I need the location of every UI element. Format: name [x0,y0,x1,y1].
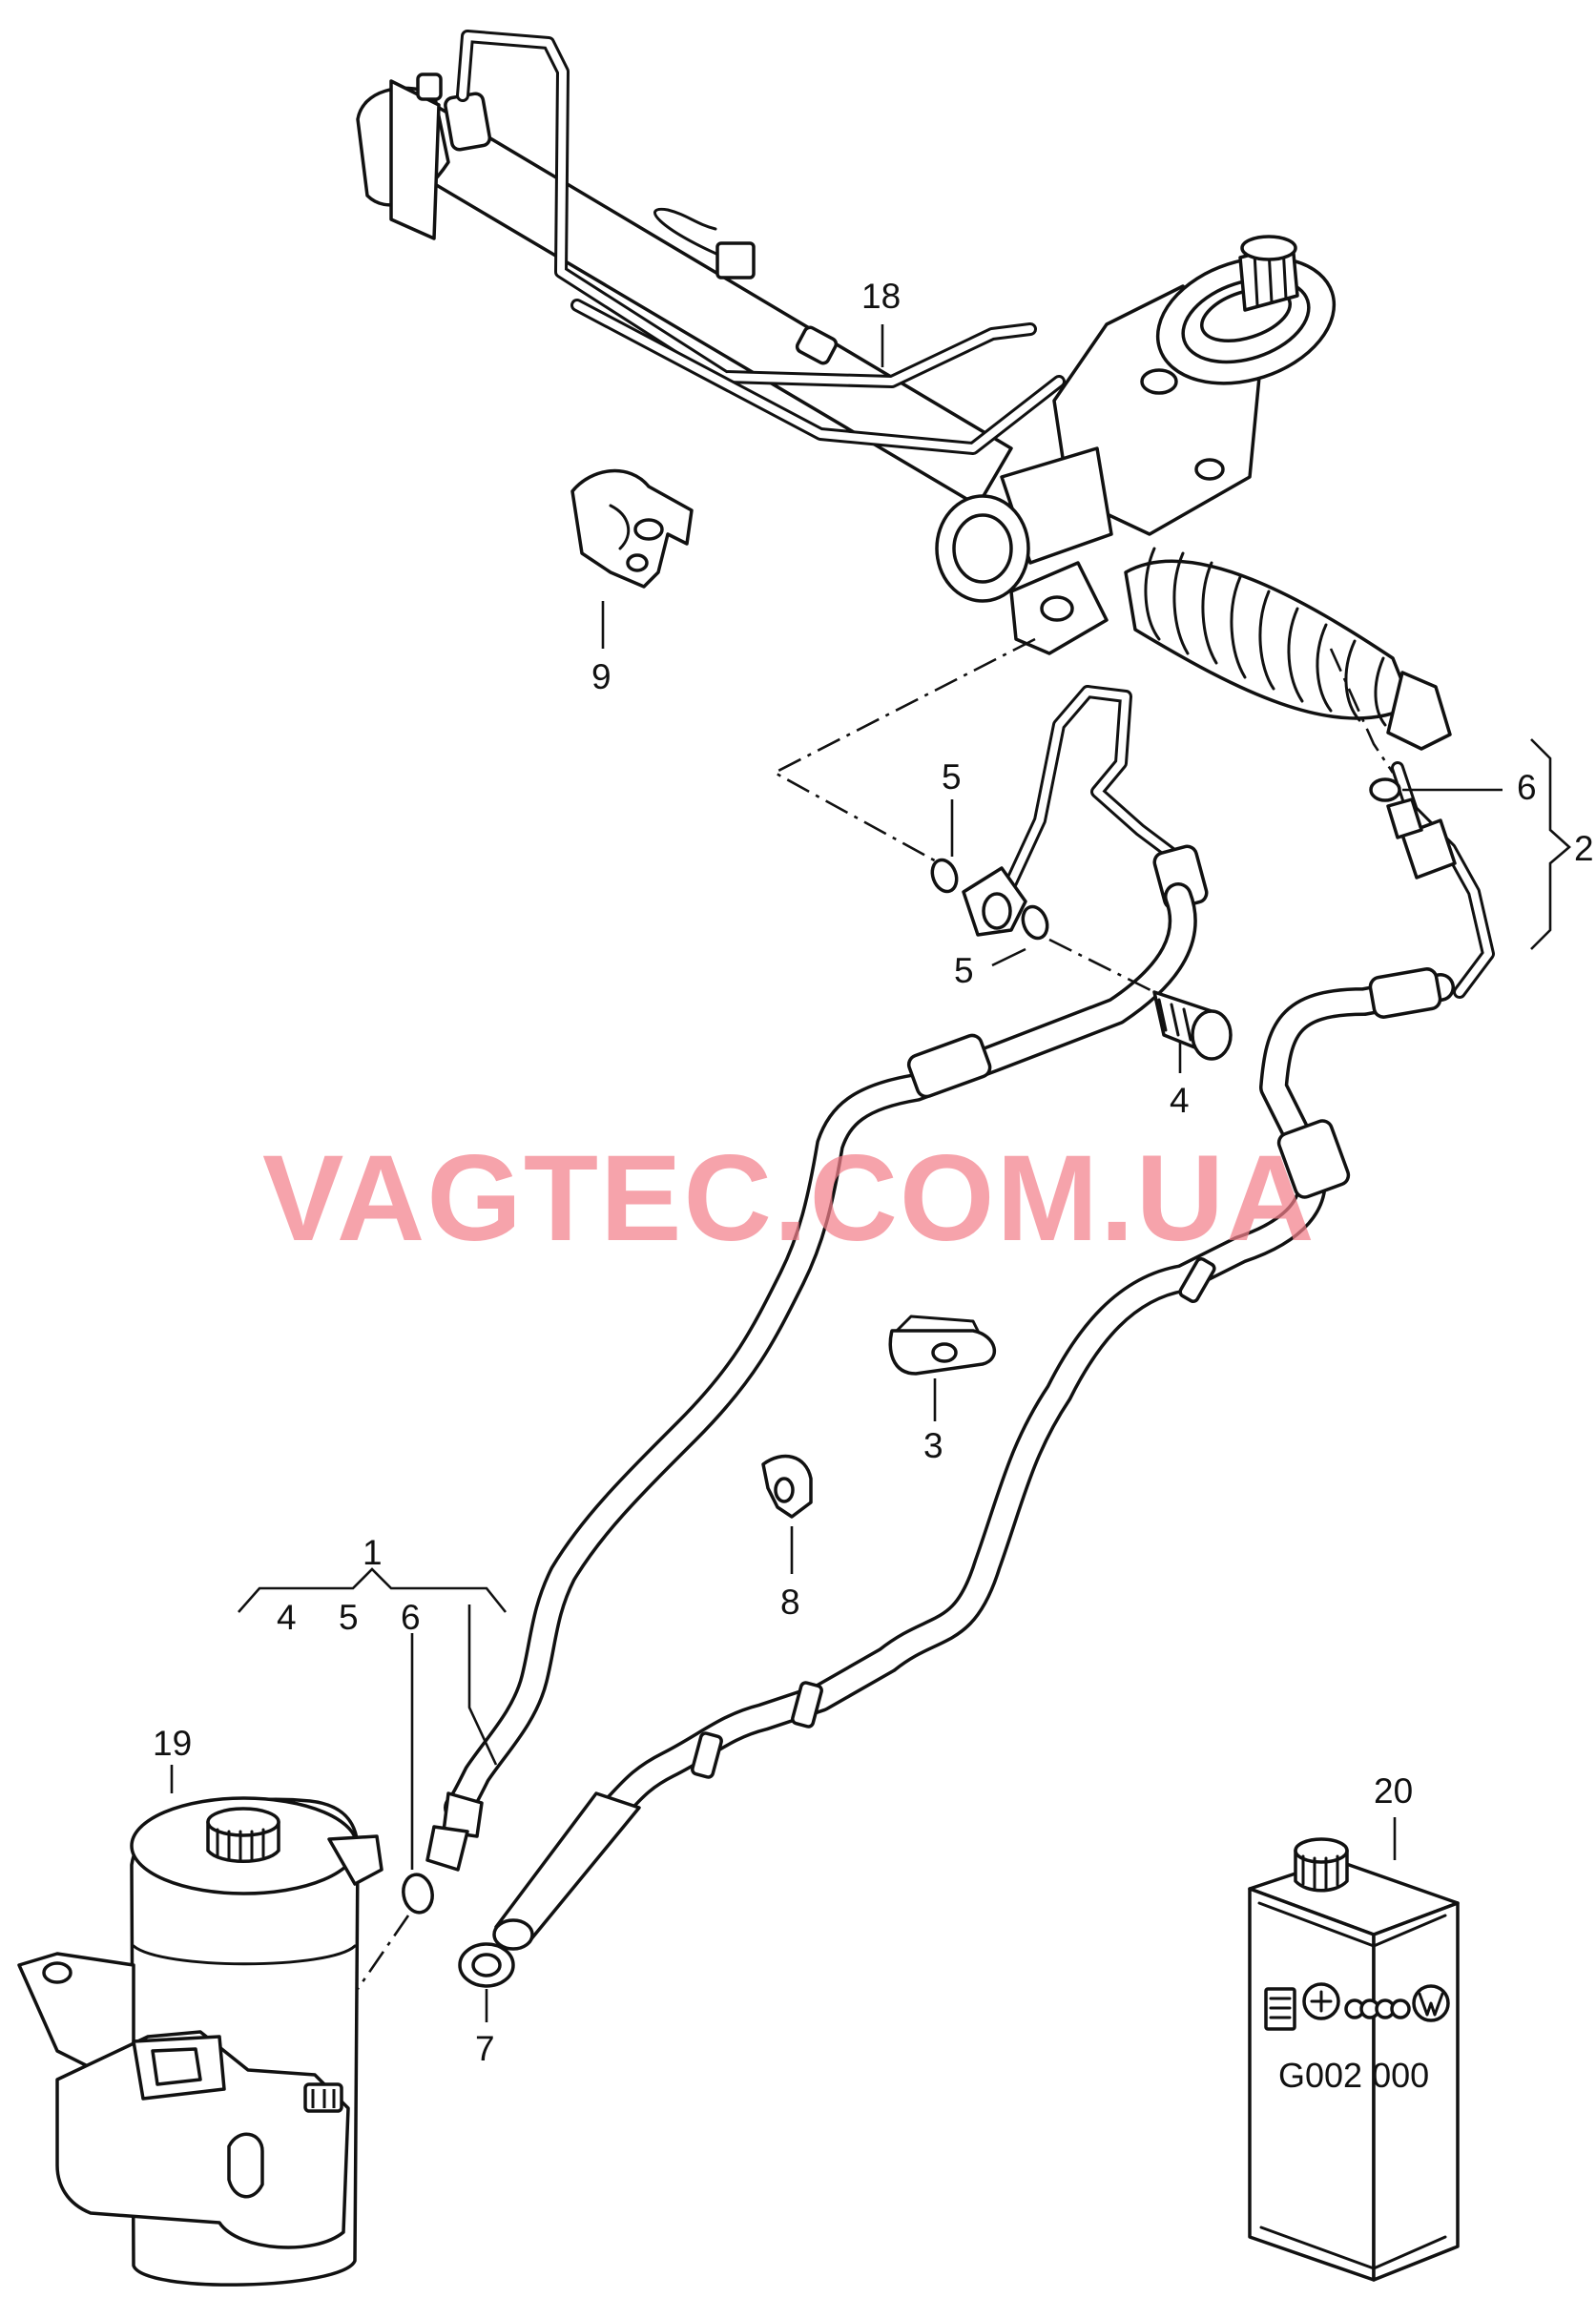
banjo-bolt-4[interactable] [1152,990,1233,1061]
seal-6-upper[interactable] [1369,777,1401,802]
callout-18: 18 [861,277,901,316]
callout-1-sub-5: 5 [339,1598,359,1637]
callout-4: 4 [1170,1081,1190,1120]
seal-6-lower[interactable] [401,1873,435,1915]
hose-clamp-7[interactable] [458,1942,515,1988]
seal-5-lower[interactable] [1019,903,1051,942]
watermark: VAGTEC.COM.UA [262,1130,1316,1267]
pressure-line-2[interactable] [492,761,1495,1951]
fluid-can-20[interactable]: G002 000 [1248,1837,1460,2282]
seal-5-upper[interactable] [928,857,961,895]
callout-1-sub-6: 6 [401,1598,421,1637]
rack-boot [1124,547,1414,727]
callout-8: 8 [780,1583,800,1622]
fluid-can-part-number: G002 000 [1278,2056,1429,2095]
callout-5-bottom: 5 [954,951,974,990]
clip-8[interactable] [761,1454,813,1519]
callout-labels: 18 9 5 6 2 5 4 3 1 4 5 6 8 19 20 7 [153,277,1594,2068]
reservoir-19[interactable] [17,1796,383,2287]
callout-19: 19 [153,1724,192,1763]
clip-3[interactable] [888,1315,997,1376]
callout-3: 3 [923,1426,943,1465]
callout-2: 2 [1574,829,1594,868]
brand-logos [1264,1982,1450,2031]
leader-lines [170,324,1571,2022]
callout-20: 20 [1374,1771,1413,1811]
callout-1: 1 [363,1533,383,1572]
callout-7: 7 [475,2029,495,2068]
callout-1-sub-4: 4 [277,1598,297,1637]
bracket-9[interactable] [570,468,694,589]
steering-rack[interactable] [356,30,1452,751]
callout-5-top: 5 [942,757,962,797]
callout-6-right: 6 [1517,768,1537,807]
hose-assembly-1[interactable] [425,685,1209,1872]
callout-9: 9 [591,657,611,696]
